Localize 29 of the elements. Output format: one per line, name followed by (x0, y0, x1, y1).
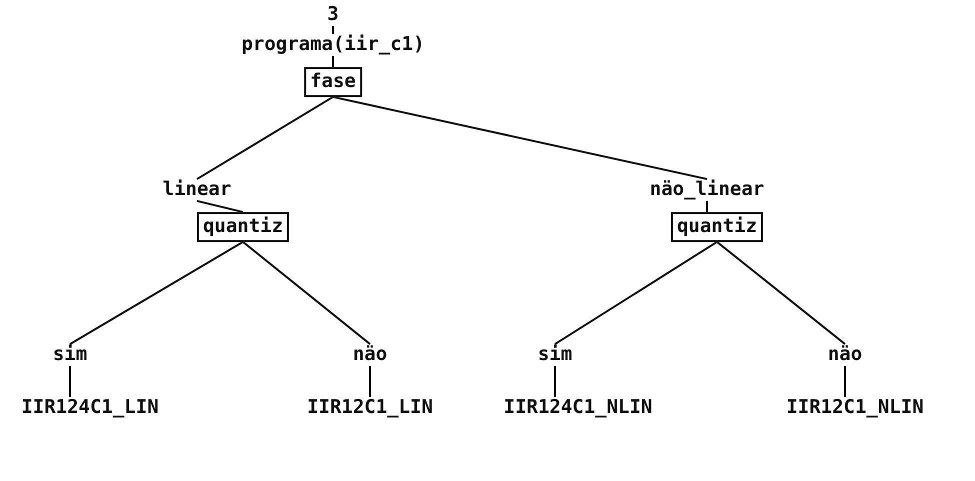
connector-line (332, 96, 708, 180)
connector-line (70, 241, 244, 345)
node-label: IIR12C1_NLIN (786, 397, 924, 419)
node-label: linear (162, 179, 232, 201)
connector-line (844, 366, 846, 398)
node-label: sim (52, 344, 88, 366)
node-label: sim (538, 344, 572, 366)
node-label: IIR12C1_LIN (307, 397, 433, 419)
process-box: fase (304, 67, 362, 97)
node-label: 3 (327, 4, 339, 26)
connector-line (554, 366, 556, 398)
connector-line (242, 241, 371, 345)
connector-line (332, 26, 334, 34)
node-label: näo_linear (650, 179, 764, 201)
process-box: quantiz (196, 212, 290, 242)
connector-line (196, 200, 244, 214)
connector-line (716, 241, 846, 345)
node-label: näo (352, 344, 388, 366)
node-label: programa(iir_c1) (241, 34, 425, 56)
connector-line (332, 56, 334, 68)
node-label: IIR124C1_NLIN (504, 397, 652, 419)
connector-line (69, 366, 71, 398)
connector-line (706, 200, 708, 212)
process-box: quantiz (670, 212, 764, 242)
node-label: näo (828, 344, 862, 366)
connector-line (196, 96, 334, 180)
connector-line (554, 241, 718, 345)
connector-line (369, 366, 371, 398)
node-label: IIR124C1_LIN (21, 397, 159, 419)
